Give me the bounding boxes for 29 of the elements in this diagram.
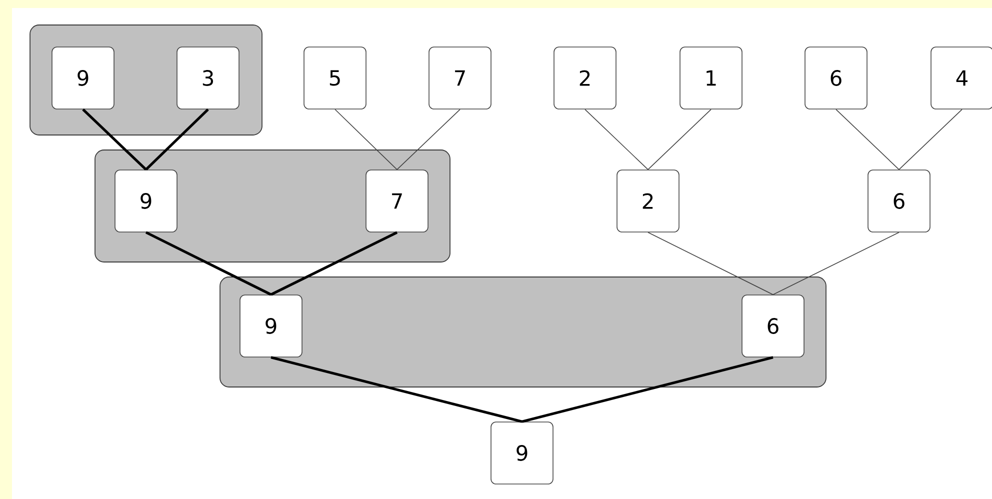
connector-line	[82, 108, 147, 171]
number-box: 9	[490, 422, 554, 484]
number-box: 2	[554, 46, 616, 110]
number-box: 6	[742, 294, 804, 358]
connector-line	[522, 356, 774, 423]
number-box: 6	[804, 46, 868, 110]
connector-line	[836, 109, 900, 170]
connector-line	[584, 109, 648, 170]
number-box: 5	[304, 46, 366, 110]
number-box: 4	[930, 46, 992, 110]
number-box: 9	[52, 46, 114, 110]
number-box: 1	[680, 46, 742, 110]
connector-line	[270, 231, 398, 296]
connector-line	[145, 108, 209, 171]
number-box: 2	[616, 170, 680, 232]
connector-line	[145, 231, 272, 296]
connector-line	[648, 109, 712, 170]
number-box: 3	[176, 46, 240, 110]
number-box: 7	[366, 170, 428, 232]
connector-line	[270, 356, 522, 423]
connector-line	[898, 109, 962, 170]
connector-line	[334, 109, 398, 170]
number-box: 7	[428, 46, 492, 110]
number-box: 9	[114, 170, 178, 232]
connector-line	[772, 232, 900, 295]
number-box: 9	[240, 294, 302, 358]
connector-line	[396, 109, 460, 170]
number-box: 6	[868, 170, 930, 232]
connector-line	[648, 232, 774, 295]
